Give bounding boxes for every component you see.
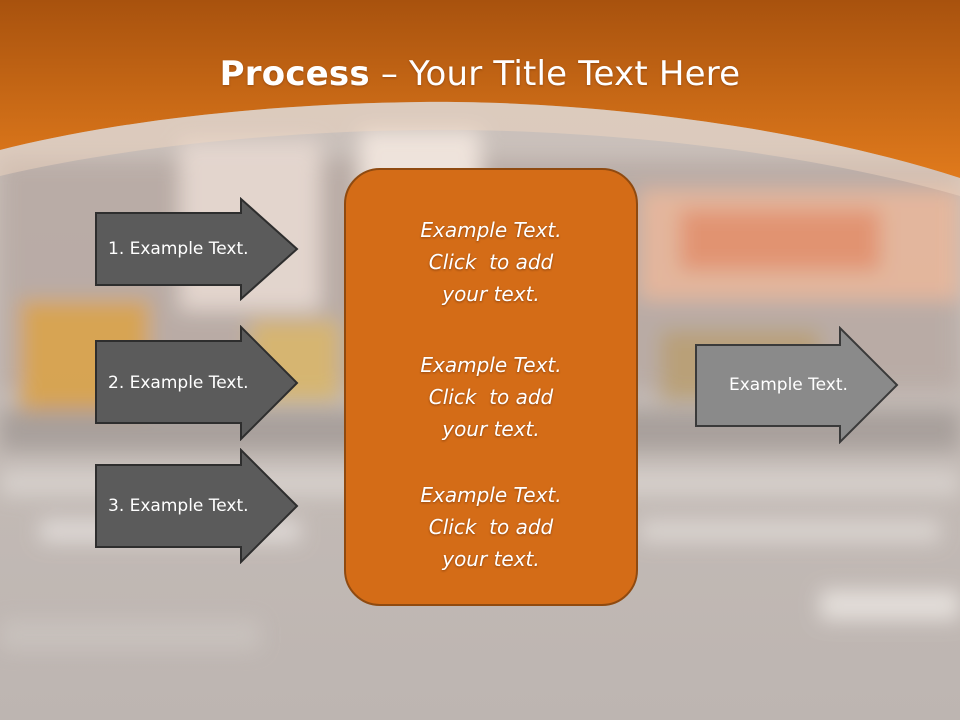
process-text-line: Click to add: [428, 515, 554, 539]
process-text-2: Example Text. Click to add your text.: [346, 349, 636, 445]
process-text-3: Example Text. Click to add your text.: [346, 479, 636, 575]
process-text-line: your text.: [442, 282, 540, 306]
process-text-line: your text.: [442, 417, 540, 441]
process-text-1: Example Text. Click to add your text.: [346, 214, 636, 310]
title-rest: Your Title Text Here: [409, 54, 741, 94]
input-label-1: 1. Example Text.: [108, 239, 249, 259]
process-text-line: Click to add: [428, 250, 554, 274]
title-dash: –: [369, 54, 410, 94]
arrow-shape-icon: [95, 448, 299, 564]
arrow-shape-icon: [695, 326, 899, 444]
input-arrow-2[interactable]: 2. Example Text.: [95, 325, 299, 441]
output-arrow[interactable]: Example Text.: [695, 326, 899, 444]
output-label: Example Text.: [729, 375, 848, 395]
process-text-line: Example Text.: [420, 218, 562, 242]
process-text-line: Click to add: [428, 385, 554, 409]
title-bold: Process: [219, 54, 370, 94]
input-label-3: 3. Example Text.: [108, 496, 249, 516]
arrow-shape-icon: [95, 197, 299, 301]
process-text-line: Example Text.: [420, 483, 562, 507]
process-box[interactable]: Example Text. Click to add your text. Ex…: [344, 168, 638, 606]
slide-title: Process – Your Title Text Here: [0, 52, 960, 96]
input-arrow-3[interactable]: 3. Example Text.: [95, 448, 299, 564]
process-text-line: Example Text.: [420, 353, 562, 377]
input-arrow-1[interactable]: 1. Example Text.: [95, 197, 299, 301]
process-text-line: your text.: [442, 547, 540, 571]
input-label-2: 2. Example Text.: [108, 373, 249, 393]
arrow-shape-icon: [95, 325, 299, 441]
